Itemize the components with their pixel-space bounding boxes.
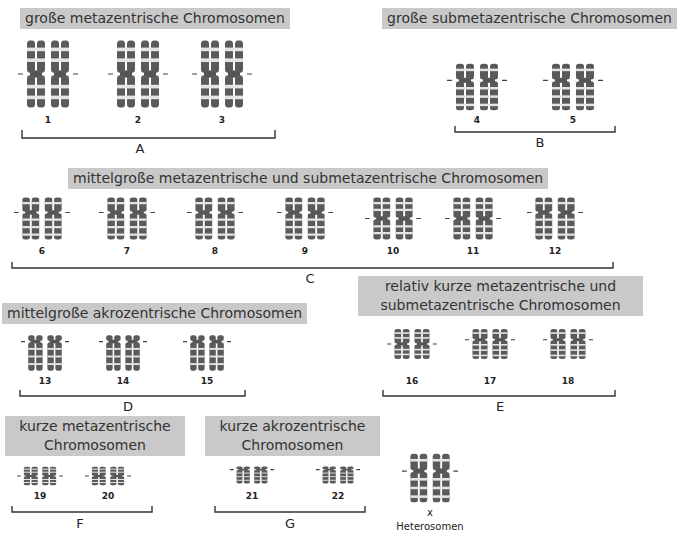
chromosome-number: 14 — [117, 377, 130, 387]
chromosome-number: 19 — [34, 492, 47, 502]
group-heading-band: mittelgroße akrozentrische Chromosomen — [2, 303, 307, 324]
group-letter: A — [136, 142, 145, 156]
chromosome-number: 22 — [332, 492, 345, 502]
chromosome-number: 10 — [387, 247, 400, 257]
group-heading-band: große metazentrische Chromosomen — [20, 8, 290, 29]
group-heading: große submetazentrische Chromosomen — [387, 10, 672, 26]
group-heading-band: relativ kurze metazentrische und submeta… — [358, 276, 643, 316]
group-letter: F — [76, 517, 83, 531]
chromosome-number: 16 — [406, 377, 419, 387]
chromosome-number: 17 — [484, 377, 497, 387]
chromosome-number: Heterosomen — [396, 521, 463, 532]
chromosome-number: 6 — [39, 247, 45, 257]
chromosome-number: 11 — [467, 247, 480, 257]
group-heading: mittelgroße metazentrische und submetaze… — [73, 170, 543, 186]
chromosome-number: 15 — [201, 377, 214, 387]
chromosome-number: 2 — [135, 116, 141, 126]
chromosome-number: 21 — [246, 492, 259, 502]
chromosome-number: 13 — [39, 377, 52, 387]
group-heading-band: mittelgroße metazentrische und submetaze… — [68, 168, 548, 189]
chromosome-number: 7 — [124, 247, 130, 257]
chromosome-number: 5 — [570, 116, 576, 126]
chromosome-number: x — [427, 507, 433, 518]
group-heading: große metazentrische Chromosomen — [25, 10, 285, 26]
chromosome-number: 12 — [549, 247, 562, 257]
chromosome-number: 18 — [562, 377, 575, 387]
group-heading: kurze metazentrische Chromosomen — [19, 418, 170, 453]
group-heading: mittelgroße akrozentrische Chromosomen — [7, 305, 302, 321]
group-letter: B — [536, 136, 545, 150]
group-letter: E — [496, 400, 504, 414]
group-letter: C — [305, 272, 314, 286]
group-heading: relativ kurze metazentrische und submeta… — [380, 278, 620, 313]
group-heading-band: große submetazentrische Chromosomen — [382, 8, 677, 29]
chromosome-number: 4 — [474, 116, 480, 126]
chromosome-number: 3 — [219, 116, 225, 126]
group-letter: G — [285, 517, 295, 531]
group-heading-band: kurze akrozentrische Chromosomen — [205, 416, 380, 456]
chromosome-number: 1 — [45, 116, 51, 126]
group-heading: kurze akrozentrische Chromosomen — [220, 418, 366, 453]
chromosome-number: 8 — [212, 247, 218, 257]
group-heading-band: kurze metazentrische Chromosomen — [5, 416, 185, 456]
chromosome-number: 20 — [102, 492, 115, 502]
chromosome-number: 9 — [302, 247, 308, 257]
group-letter: D — [123, 400, 133, 414]
